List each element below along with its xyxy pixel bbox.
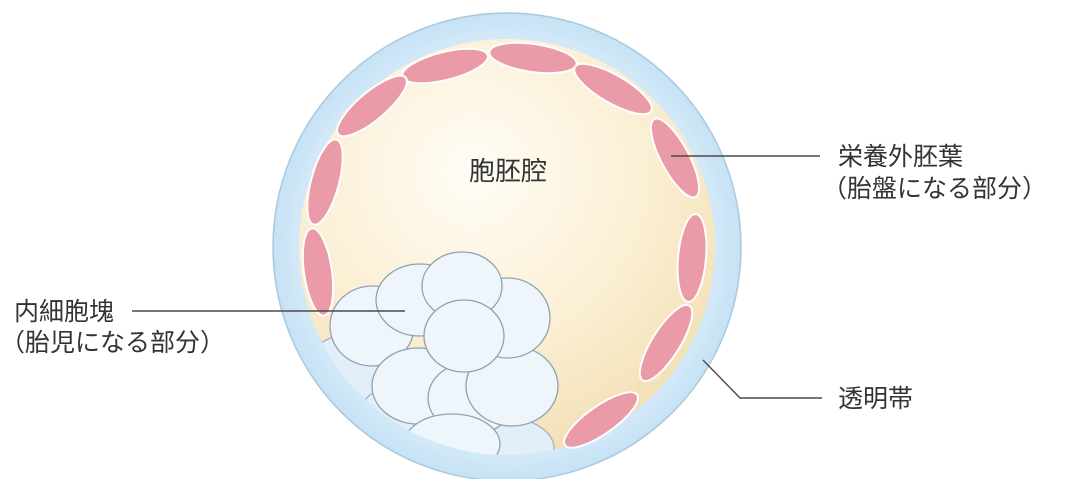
inner-cell (424, 300, 504, 372)
trophectoderm-note: （胎盤になる部分） (822, 174, 1047, 203)
inner-cell-mass-note: （胎児になる部分） (0, 328, 225, 357)
cavity-label: 胞胚腔 (469, 157, 547, 187)
inner-cell-mass-label: 内細胞塊 (14, 297, 114, 326)
zona-pellucida-label: 透明帯 (838, 384, 913, 413)
trophectoderm-label: 栄養外胚葉 (838, 142, 963, 171)
leader-line-zona-pellucida (703, 360, 822, 398)
